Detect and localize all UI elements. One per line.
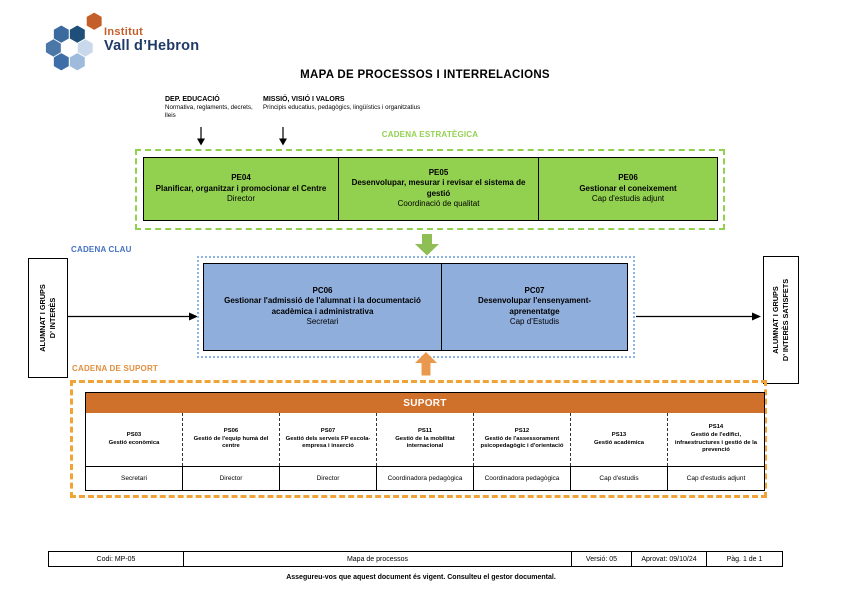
logo-name-text: Vall d’Hebron [104,37,200,54]
process-ps14: PS14 Gestió de l'edifici, infraestructur… [667,413,764,466]
process-pe05: PE05 Desenvolupar, mesurar i revisar el … [338,158,538,220]
input-missio-visio-valors: MISSIÓ, VISIÓ I VALORS Principis educati… [263,96,421,112]
orange-up-block-arrow-icon [415,352,437,376]
footer-codi: Codi: MP-05 [96,555,136,563]
footer-note: Assegureu-vos que aquest document és vig… [286,574,556,581]
process-pc07: PC07 Desenvolupar l'ensenyament-aprenent… [441,264,627,350]
logo-institut-text: Institut [104,26,144,38]
role-ps14: Cap d'estudis adjunt [667,467,764,490]
left-box-line1: ALUMNAT I GRUPS [38,284,48,352]
cadena-suport-frame [70,380,767,498]
footer-table: Codi: MP-05 Mapa de processos Versió: 05… [48,551,783,567]
dep-educacio-subtitle: Normativa, reglaments, decrets, lleis [165,104,253,119]
process-role: Cap d'estudis adjunt [591,193,665,203]
missio-title: MISSIÓ, VISIÓ I VALORS [263,96,345,103]
down-arrow-missio-icon [279,127,287,146]
process-ps03: PS03 Gestió econòmica [108,431,160,446]
output-groups-box: ALUMNAT I GRUPS D’ INTERÈS SATISFETS [763,256,799,384]
process-pe06: PE06 Gestionar el coneixement Cap d'estu… [538,158,717,220]
dep-educacio-title: DEP. EDUCACIÓ [165,96,220,103]
process-name: Desenvolupar, mesurar i revisar el siste… [351,178,526,198]
cadena-clau-frame [197,256,635,358]
process-code: PE05 [428,168,449,178]
process-name: Planificar, organitzar i promocionar el … [155,183,327,193]
right-flow-arrow-icon [636,312,761,321]
green-down-block-arrow-icon [415,234,439,256]
process-code: PE06 [618,173,638,183]
process-ps06: PS06 Gestió de l'equip humà del centre [182,413,279,466]
right-box-line2: D’ INTERÈS SATISFETS [781,278,790,362]
footer-document-title: Mapa de processos [183,552,571,566]
footer-pagina: Pàg. 1 de 1 [706,552,782,566]
page-title: MAPA DE PROCESSOS I INTERRELACIONS [300,69,550,81]
missio-subtitle: Principis educatius, pedagògics, lingüís… [263,104,421,111]
process-ps12: PS12 Gestió de l'assessorament psicopeda… [473,413,570,466]
process-pe04: PE04 Planificar, organitzar i promociona… [144,158,338,220]
support-roles-row: Secretari Director Director Coordinadora… [86,466,764,490]
process-role: Director [226,193,255,203]
suport-header-bar: SUPORT [85,392,765,414]
process-ps07: PS07 Gestió dels serveis FP escola-empre… [279,413,376,466]
role-ps06: Director [182,467,279,490]
footer-aprovat: Aprovat: 09/10/24 [631,552,706,566]
down-arrow-dep-icon [197,127,205,146]
label-cadena-suport: CADENA DE SUPORT [72,364,159,373]
process-role: Coordinació de qualitat [397,199,480,209]
support-table: PS03 Gestió econòmica PS06 Gestió de l'e… [85,413,765,491]
process-name: Gestionar el coneixement [579,183,677,193]
strategic-processes-row: PE04 Planificar, organitzar i promociona… [143,157,718,221]
cadena-estrategica-frame [135,149,725,230]
process-name: Desenvolupar l'ensenyament-aprenentatge [477,296,592,316]
process-code: PE04 [231,173,251,183]
support-header-row: PS03 Gestió econòmica PS06 Gestió de l'e… [86,413,764,466]
logo: Institut Vall d’Hebron [104,26,200,54]
key-processes-row: PC06 Gestionar l'admissió de l'alumnat i… [203,263,628,351]
role-ps12: Coordinadora pedagògica [473,467,570,490]
footer-versio: Versió: 05 [571,552,631,566]
process-name: Gestionar l'admissió de l'alumnat i la d… [224,296,421,316]
role-ps07: Director [279,467,376,490]
input-groups-box: ALUMNAT I GRUPS D’ INTERÈS [28,258,68,378]
process-code: PC06 [312,286,333,296]
process-ps13: PS13 Gestió acadèmica [570,413,667,466]
process-role: Secretari [306,317,339,327]
process-role: Cap d’Estudis [509,317,560,327]
logo-hexagons-icon [45,12,102,71]
role-ps11: Coordinadora pedagògica [376,467,473,490]
left-box-line2: D’ INTERÈS [48,297,57,339]
role-ps13: Cap d'estudis [570,467,667,490]
left-flow-arrow-icon [67,312,198,321]
process-code: PC07 [524,286,545,296]
input-dep-educacio: DEP. EDUCACIÓ Normativa, reglaments, dec… [165,96,257,120]
label-cadena-clau: CADENA CLAU [71,245,132,254]
right-box-line1: ALUMNAT I GRUPS [771,286,781,354]
process-ps11: PS11 Gestió de la mobilitat internaciona… [376,413,473,466]
label-cadena-estrategica: CADENA ESTRATÈGICA [381,130,479,139]
process-pc06: PC06 Gestionar l'admissió de l'alumnat i… [204,264,441,350]
role-ps03: Secretari [120,475,147,482]
